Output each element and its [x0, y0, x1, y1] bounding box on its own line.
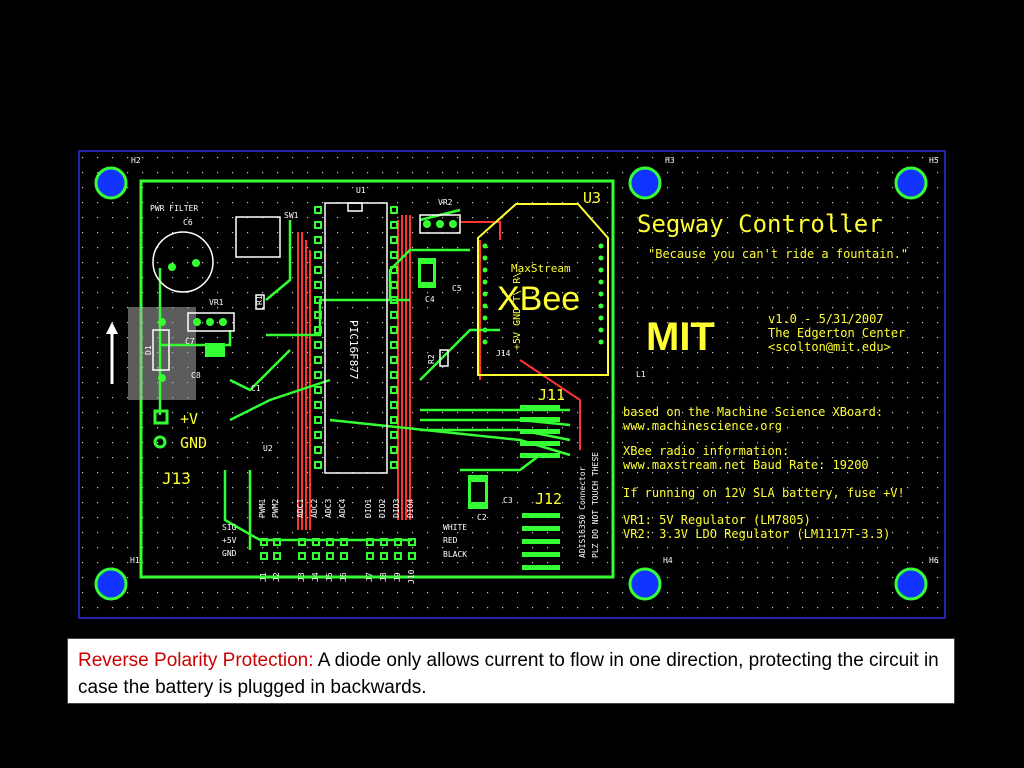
- label-j12: J12: [535, 490, 562, 508]
- mit-logo: MIT: [646, 315, 715, 359]
- mounting-holes: [94, 166, 928, 601]
- label-j11: J11: [538, 386, 565, 404]
- header-label: PWM1: [258, 499, 267, 518]
- label-r2: R2: [427, 354, 436, 364]
- header-label: DIO2: [378, 499, 387, 518]
- j12-connector: [522, 513, 560, 570]
- label-j14: J14: [496, 349, 511, 358]
- label-plus-v: +V: [180, 410, 198, 428]
- xbee-pins: +5V GND T\ R\: [512, 272, 523, 350]
- board-org: The Edgerton Center: [768, 326, 905, 340]
- label-c2: C2: [477, 513, 487, 522]
- label-sig: SIG: [222, 523, 237, 532]
- jumper-label: J4: [311, 572, 320, 582]
- header-label: ADC4: [338, 499, 347, 518]
- header-label: DIO1: [364, 499, 373, 518]
- xbee-brand: MaxStream: [511, 262, 571, 275]
- label-sw1: SW1: [284, 211, 299, 220]
- jumper-label: J8: [379, 572, 388, 582]
- adis-connector-label: ADIS16350 Connector: [578, 466, 587, 558]
- jumper-label: J9: [393, 572, 402, 582]
- header-label: ADC3: [324, 499, 333, 518]
- jumper-label: J6: [339, 572, 348, 582]
- jumper-label: J10: [407, 569, 416, 584]
- label-d1: D1: [144, 345, 153, 355]
- label-c8: C8: [191, 371, 201, 380]
- label-c7: C7: [185, 337, 195, 346]
- label-vr2: VR2: [438, 198, 453, 207]
- label-h2: H2: [131, 156, 141, 165]
- label-c1: C1: [251, 384, 261, 393]
- label-h6: H6: [929, 556, 939, 565]
- pic-label: PIC16F877: [347, 320, 360, 380]
- label-pwr-filter: PWR FILTER: [150, 204, 198, 213]
- board-version: v1.0 - 5/31/2007: [768, 312, 884, 326]
- power-components: [152, 214, 488, 509]
- label-gnd-small: GND: [222, 549, 237, 558]
- header-label: ADC2: [310, 499, 319, 518]
- caption-body: A diode only allows current to flow in o…: [78, 650, 939, 698]
- jumper-label: J2: [272, 572, 281, 582]
- label-black: BLACK: [443, 550, 467, 559]
- header-label: PWM2: [271, 499, 280, 518]
- label-h1: H1: [130, 556, 140, 565]
- caption-lead: Reverse Polarity Protection:: [78, 650, 314, 671]
- label-h3: H3: [665, 156, 675, 165]
- jumper-label: J5: [325, 572, 334, 582]
- label-gnd: GND: [180, 434, 207, 452]
- label-red: RED: [443, 536, 458, 545]
- jumper-label: J3: [297, 572, 306, 582]
- jumper-label: J1: [259, 572, 268, 582]
- label-vr1: VR1: [209, 298, 224, 307]
- pic-chip: [314, 202, 398, 474]
- pcb-layout: H2 H3 H5 H1 H4 H6 L1: [78, 150, 946, 619]
- label-j13: J13: [162, 469, 191, 488]
- label-l1: L1: [636, 370, 646, 379]
- label-c3: C3: [503, 496, 513, 505]
- xbee-ref: U3: [583, 189, 601, 207]
- info-line: VR1: 5V Regulator (LM7805): [623, 513, 811, 527]
- adis-warning-label: PLZ DO NOT TOUCH THESE: [591, 452, 600, 558]
- label-c4: C4: [425, 295, 435, 304]
- board-outline: [78, 150, 946, 619]
- header-label: DIO4: [406, 499, 415, 518]
- info-line: If running on 12V SLA battery, fuse +V!: [623, 486, 905, 500]
- board-email: <scolton@mit.edu>: [768, 340, 891, 354]
- info-line: XBee radio information:: [623, 444, 789, 458]
- info-line: VR2: 3.3V LDO Regulator (LM1117T-3.3): [623, 527, 890, 541]
- label-c6: C6: [183, 218, 193, 227]
- label-5v: +5V: [222, 536, 237, 545]
- label-u1: U1: [356, 186, 366, 195]
- label-r1: R1: [255, 295, 264, 305]
- j11-connector: [520, 405, 560, 458]
- info-line: www.maxstream.net Baud Rate: 19200: [623, 458, 869, 472]
- header-pads: [260, 538, 416, 560]
- xbee-name: XBee: [497, 280, 580, 318]
- up-arrow-icon: [106, 322, 118, 384]
- header-label: DIO3: [392, 499, 401, 518]
- xbee-module: [477, 203, 609, 376]
- red-traces: [297, 215, 581, 530]
- board-title: Segway Controller: [637, 210, 883, 238]
- label-h5: H5: [929, 156, 939, 165]
- header-label: ADC1: [296, 499, 305, 518]
- label-white: WHITE: [443, 523, 467, 532]
- label-u2: U2: [263, 444, 273, 453]
- caption-box: Reverse Polarity Protection: A diode onl…: [67, 638, 955, 704]
- label-h4: H4: [663, 556, 673, 565]
- info-line: based on the Machine Science XBoard:: [623, 405, 883, 419]
- jumper-label: J7: [365, 572, 374, 582]
- info-line: www.machinescience.org: [623, 419, 782, 433]
- label-c5: C5: [452, 284, 462, 293]
- board-tagline: "Because you can't ride a fountain.": [648, 247, 908, 261]
